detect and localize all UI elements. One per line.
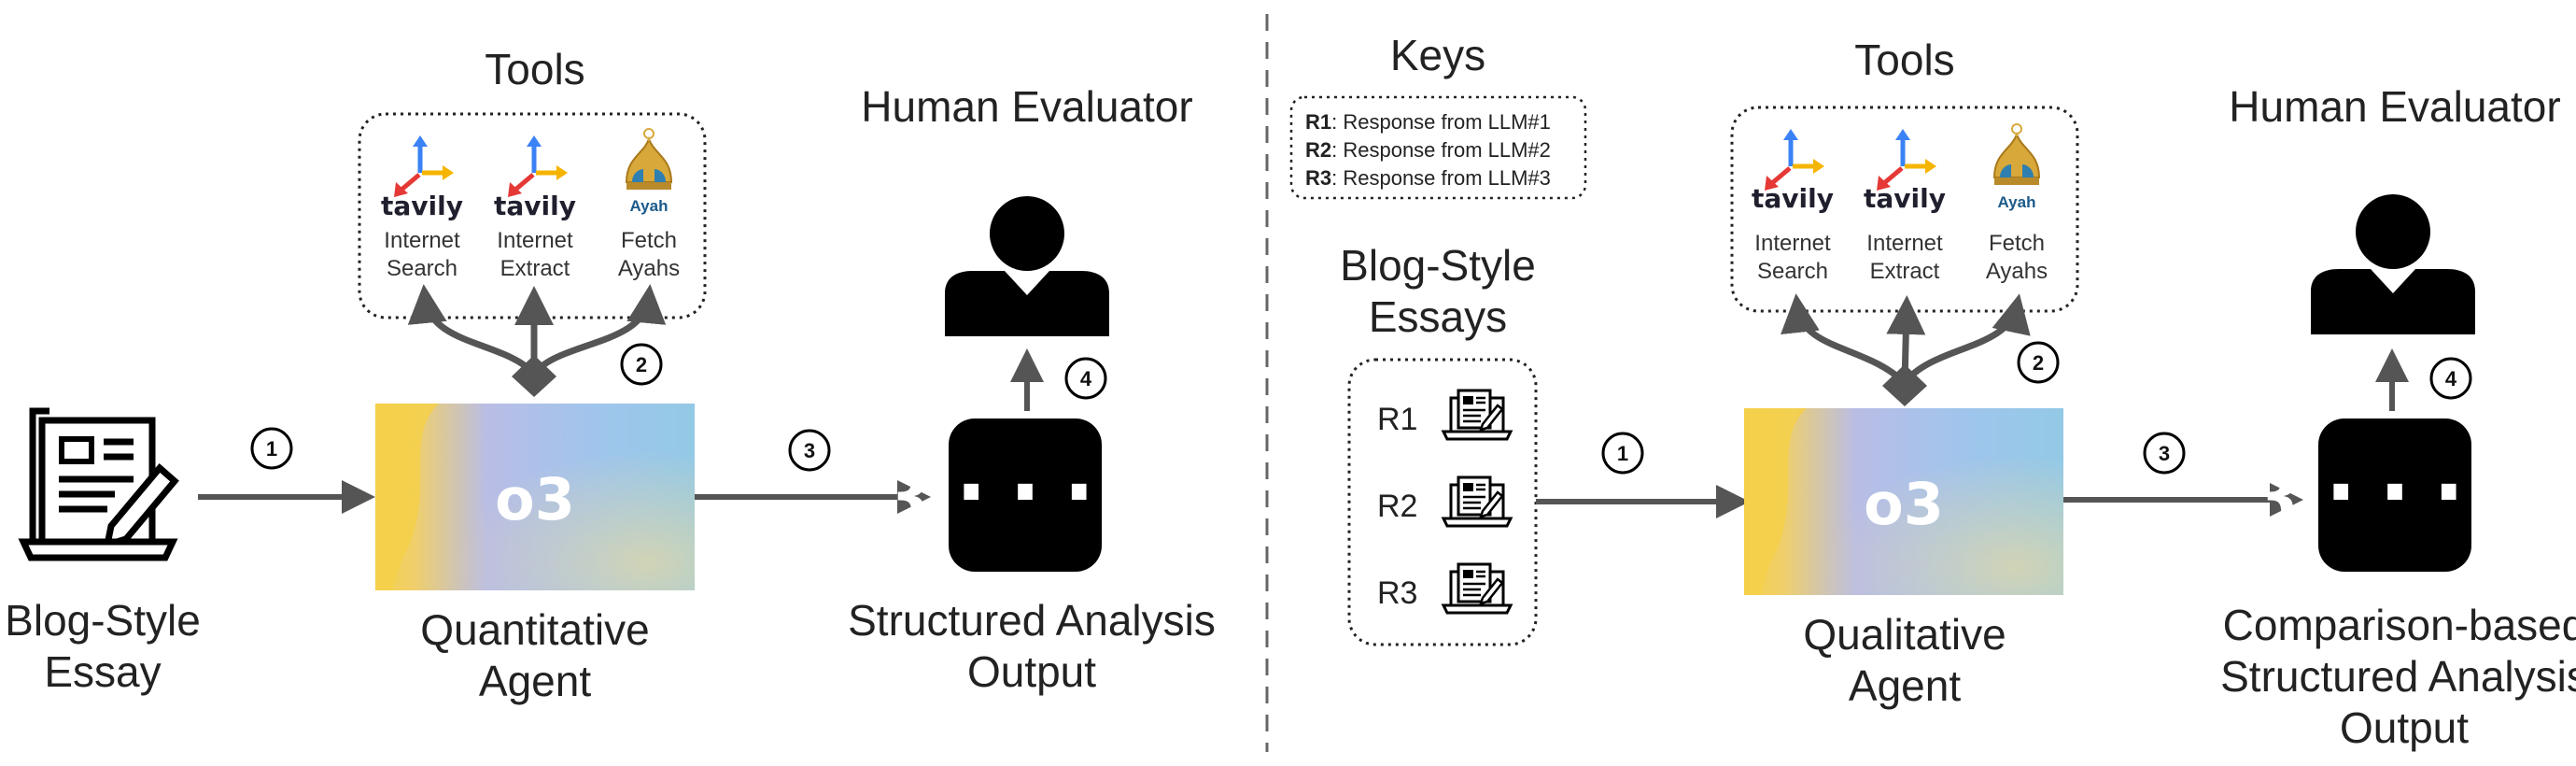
svg-text:R2: Response from LLM#2: R2: Response from LLM#2 [1305, 138, 1551, 162]
svg-text:Fetch: Fetch [1989, 231, 2045, 256]
ayah-brand: Ayah [1998, 193, 2036, 211]
essay-laptop-icon [18, 407, 179, 561]
tool-brand: tavily [1752, 183, 1834, 214]
svg-text:4: 4 [1080, 367, 1092, 390]
step-3-badge: 3 [2143, 432, 2186, 475]
essay-item-r3[interactable]: R3 [1377, 562, 1513, 615]
keys-legend: R1: Response from LLM#1 R2: Response fro… [1305, 110, 1551, 190]
tavily-logo-icon [394, 135, 454, 197]
svg-text:Search: Search [1757, 259, 1828, 284]
tool-brand: tavily [494, 191, 576, 221]
essay-item-r2[interactable]: R2 [1377, 475, 1513, 528]
svg-text:3: 3 [2159, 442, 2170, 465]
o3-logo: o3 [495, 465, 575, 533]
input-label-line-1: Blog-Style [5, 596, 201, 645]
agent-label-line-1: Qualitative [1803, 610, 2006, 659]
qualitative-agent-box[interactable]: o3 [1744, 408, 2063, 595]
keys-box [1289, 95, 1587, 200]
svg-text:Internet: Internet [1866, 231, 1943, 256]
o3-logo: o3 [1864, 470, 1944, 538]
laptop-document-icon [1442, 389, 1513, 441]
right-tools-title: Tools [1854, 35, 1954, 84]
mosque-dome-icon [626, 128, 672, 191]
left-evaluator-title: Human Evaluator [861, 82, 1192, 131]
output-label-line-3: Output [2340, 703, 2469, 752]
essays-title-line-1: Blog-Style [1340, 241, 1536, 290]
step-4-badge: 4 [1064, 357, 1107, 400]
svg-text:2: 2 [2033, 351, 2044, 375]
agent-label-line-2: Agent [1849, 661, 1961, 710]
svg-text:{···}: {···} [891, 440, 1161, 545]
svg-text:1: 1 [266, 437, 277, 461]
step-1-badge: 1 [250, 427, 293, 470]
essay-item-r1[interactable]: R1 [1377, 389, 1513, 441]
right-tool-internet-search[interactable]: tavily Internet Search [1752, 129, 1834, 284]
left-tool-internet-extract[interactable]: tavily Internet Extract [494, 135, 576, 281]
tool-brand: tavily [381, 191, 463, 221]
output-label-line-1: Structured Analysis [848, 596, 1216, 645]
svg-text:R3: R3 [1377, 575, 1417, 611]
structured-output-icon: {···} [2260, 418, 2530, 572]
agent-label-line-2: Agent [479, 657, 591, 705]
step-2-badge: 2 [620, 343, 663, 386]
svg-text:R1: Response from LLM#1: R1: Response from LLM#1 [1305, 110, 1551, 134]
svg-text:R1: R1 [1377, 402, 1417, 437]
laptop-document-icon [1442, 475, 1513, 528]
svg-text:Internet: Internet [497, 228, 573, 253]
output-label-line-1: Comparison-based [2223, 601, 2576, 649]
input-label-line-2: Essay [44, 647, 161, 696]
person-icon [2311, 194, 2475, 334]
svg-text:1: 1 [1617, 442, 1628, 465]
svg-text:3: 3 [804, 439, 815, 462]
keys-title: Keys [1390, 31, 1485, 79]
mosque-dome-icon [1993, 123, 2040, 186]
output-label-line-2: Output [967, 647, 1096, 696]
svg-text:4: 4 [2445, 367, 2457, 390]
svg-text:Extract: Extract [500, 256, 570, 281]
svg-text:Internet: Internet [1754, 231, 1831, 256]
step-3-badge: 3 [788, 429, 831, 472]
svg-text:R3: Response from LLM#3: R3: Response from LLM#3 [1305, 166, 1551, 190]
svg-text:R2: R2 [1377, 489, 1417, 524]
right-evaluator-title: Human Evaluator [2229, 82, 2560, 131]
left-tools-title: Tools [485, 45, 584, 93]
left-tool-internet-search[interactable]: tavily Internet Search [381, 135, 463, 281]
agent-label-line-1: Quantitative [420, 605, 649, 654]
svg-text:Internet: Internet [384, 228, 460, 253]
svg-text:Ayahs: Ayahs [618, 256, 680, 281]
step-4-badge: 4 [2429, 357, 2472, 400]
ayah-brand: Ayah [630, 197, 669, 215]
quantitative-agent-box[interactable]: o3 [375, 404, 695, 590]
left-tool-fetch-ayahs[interactable]: Ayah Fetch Ayahs [618, 128, 680, 281]
svg-text:2: 2 [636, 353, 647, 376]
svg-text:Extract: Extract [1870, 259, 1940, 284]
person-icon [945, 196, 1109, 336]
left-panel: Blog-Style Essay 1 Tools tavily Internet… [5, 45, 1216, 705]
essays-title-line-2: Essays [1369, 292, 1507, 341]
right-tool-fetch-ayahs[interactable]: Ayah Fetch Ayahs [1986, 123, 2048, 284]
step-2-badge: 2 [2017, 341, 2060, 384]
structured-output-icon: {···} [891, 418, 1161, 572]
svg-text:Ayahs: Ayahs [1986, 259, 2048, 284]
tavily-logo-icon [1877, 129, 1936, 191]
tool-brand: tavily [1864, 183, 1946, 214]
laptop-document-icon [1442, 562, 1513, 615]
tavily-logo-icon [1765, 129, 1824, 191]
svg-text:Fetch: Fetch [621, 228, 677, 253]
right-panel: Keys R1: Response from LLM#1 R2: Respons… [1289, 31, 2576, 752]
svg-text:{···}: {···} [2260, 440, 2530, 545]
right-tool-internet-extract[interactable]: tavily Internet Extract [1864, 129, 1946, 284]
step-1-badge: 1 [1601, 432, 1644, 475]
output-label-line-2: Structured Analysis [2220, 652, 2576, 701]
svg-text:Search: Search [387, 256, 457, 281]
tavily-logo-icon [508, 135, 568, 197]
